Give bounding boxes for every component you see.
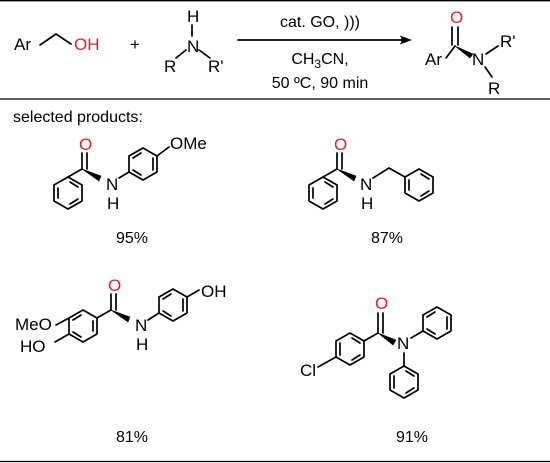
ring-ome-bond xyxy=(55,317,70,326)
product-1-structure: O N H OMe xyxy=(53,134,207,213)
conditions-line-3: 50 ºC, 90 min xyxy=(272,75,369,92)
amine-r-label: R xyxy=(164,57,176,76)
hydroxy-label: HO xyxy=(20,337,46,356)
amide-wedge-bond xyxy=(110,309,131,323)
amide-n-label: N xyxy=(360,175,372,194)
ring-double-bond xyxy=(405,387,415,394)
n-rprime-bond-product xyxy=(485,45,499,55)
carbonyl-o-label: O xyxy=(79,135,92,154)
ring-double-bond xyxy=(324,181,334,188)
ring-oh-bond xyxy=(186,289,200,298)
alcohol-chain xyxy=(39,33,72,46)
product-4-yield: 91% xyxy=(396,429,428,446)
n-phenyl-bond-upper xyxy=(410,330,424,339)
plus-sign: + xyxy=(130,35,140,54)
reaction-arrow xyxy=(237,35,412,45)
amide-wedge-bond xyxy=(377,332,397,346)
n-rprime-bond xyxy=(198,49,211,59)
ring-double-bond xyxy=(426,328,436,335)
chloro-label: Cl xyxy=(300,361,316,380)
methoxy-label: OMe xyxy=(170,134,207,153)
amine-n-label: N xyxy=(187,37,199,56)
ring-double-bond xyxy=(132,169,142,176)
lower-phenyl-ring xyxy=(389,365,419,399)
reaction-conditions: cat. GO, ))) CH3CN, 50 ºC, 90 min xyxy=(272,14,369,92)
benzene-ring xyxy=(53,176,83,210)
amine-rprime-label: R' xyxy=(208,57,224,76)
product-rprime-label: R' xyxy=(500,32,516,51)
ring-ome-bond xyxy=(156,146,170,157)
ring-carbonyl-bond xyxy=(363,332,379,342)
ring-double-bond xyxy=(351,337,361,344)
selected-products-header: selected products: xyxy=(13,109,143,126)
ring-double-bond xyxy=(72,331,82,338)
product-2-yield: 87% xyxy=(371,230,403,247)
ring-carbonyl-bond xyxy=(67,168,83,178)
amide-n-label: N xyxy=(397,334,409,353)
product-n-label: N xyxy=(472,50,484,69)
ring-double-bond xyxy=(132,152,142,159)
product-1-yield: 95% xyxy=(116,230,148,247)
product-amide-general: O Ar N R' R xyxy=(425,8,516,98)
amide-h-label: H xyxy=(136,335,148,354)
product-3-structure: MeO HO O N H OH xyxy=(15,276,227,356)
ring-double-bond xyxy=(72,314,82,321)
carbonyl-o-label: O xyxy=(334,135,347,154)
reactant-amine: H N R R' xyxy=(164,7,224,76)
ring-double-bond xyxy=(420,173,430,180)
product-3-yield: 81% xyxy=(116,429,148,446)
amide-wedge-bond xyxy=(454,45,474,59)
amide-h-label: H xyxy=(107,194,119,213)
n-aryl-bond xyxy=(118,171,130,179)
reactant-alcohol: Ar OH xyxy=(14,33,100,54)
product-2-structure: O N H xyxy=(308,135,434,213)
benzene-ring xyxy=(308,176,338,210)
ring-double-bond xyxy=(162,293,172,300)
ring-double-bond xyxy=(69,181,79,188)
carbonyl-o-label: O xyxy=(375,294,388,313)
product-aryl-label: Ar xyxy=(425,50,442,69)
carbonyl-o-label: O xyxy=(450,8,463,27)
hydroxyl-label: OH xyxy=(74,35,100,54)
benzyl-ring xyxy=(404,168,434,202)
ring-double-bond xyxy=(69,198,79,205)
n-r-bond-product xyxy=(484,66,493,78)
ring-double-bond xyxy=(324,198,334,205)
product-4-structure: Cl O N xyxy=(300,294,452,399)
amine-h-label: H xyxy=(187,7,199,26)
benzyl-chain xyxy=(372,167,406,179)
ring-double-bond xyxy=(405,370,415,377)
phenol-oh-label: OH xyxy=(201,282,227,301)
upper-phenyl-ring xyxy=(422,306,452,340)
aryl-carbonyl-bond xyxy=(445,45,456,59)
conditions-line-1: cat. GO, ))) xyxy=(280,14,360,31)
ring-carbonyl-bond xyxy=(96,309,112,319)
amide-wedge-bond xyxy=(81,168,102,182)
arrow-head xyxy=(400,35,412,45)
aryl-label: Ar xyxy=(14,35,31,54)
ring-oh-bond xyxy=(54,333,70,343)
n-aryl-bond xyxy=(147,312,160,321)
ring-double-bond xyxy=(426,311,436,318)
ring-double-bond xyxy=(420,190,430,197)
ring-double-bond xyxy=(351,354,361,361)
ring-cl-bond xyxy=(317,356,337,368)
amide-wedge-bond xyxy=(336,168,357,182)
amide-n-label: N xyxy=(106,175,118,194)
methoxy-label: MeO xyxy=(15,315,52,334)
amide-h-label: H xyxy=(361,194,373,213)
carbonyl-o-label: O xyxy=(108,276,121,295)
n-r-bond xyxy=(175,49,187,59)
ring-double-bond xyxy=(162,310,172,317)
conditions-line-2: CH3CN, xyxy=(291,51,348,71)
ring-carbonyl-bond xyxy=(322,168,338,178)
product-r-label: R xyxy=(488,79,500,98)
amide-n-label: N xyxy=(135,316,147,335)
